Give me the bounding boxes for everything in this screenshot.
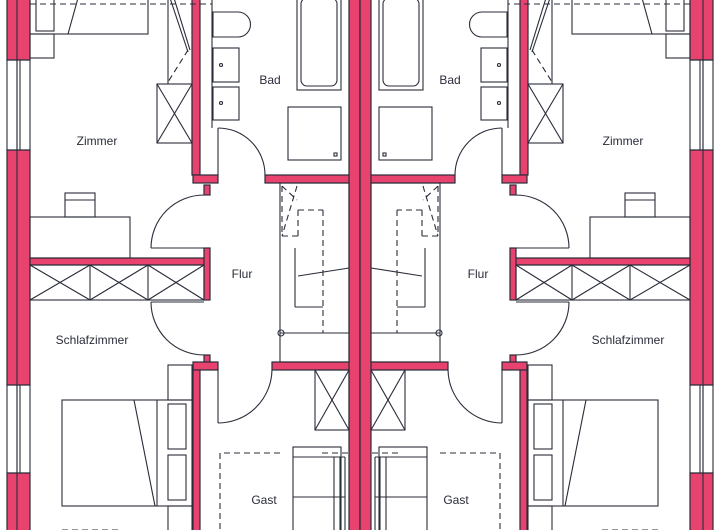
room-label-flur: Flur: [468, 267, 489, 281]
room-label-schlafzimmer: Schlafzimmer: [592, 333, 665, 347]
room-label-bad: Bad: [259, 73, 280, 87]
room-label-bad: Bad: [439, 73, 460, 87]
left-unit: [6, 0, 361, 530]
room-label-zimmer: Zimmer: [603, 134, 644, 148]
room-label-schlafzimmer: Schlafzimmer: [56, 333, 129, 347]
room-label-flur: Flur: [232, 267, 253, 281]
room-label-zimmer: Zimmer: [77, 134, 118, 148]
right-unit: [359, 0, 714, 530]
room-label-gast: Gast: [443, 493, 469, 507]
room-label-gast: Gast: [251, 493, 277, 507]
